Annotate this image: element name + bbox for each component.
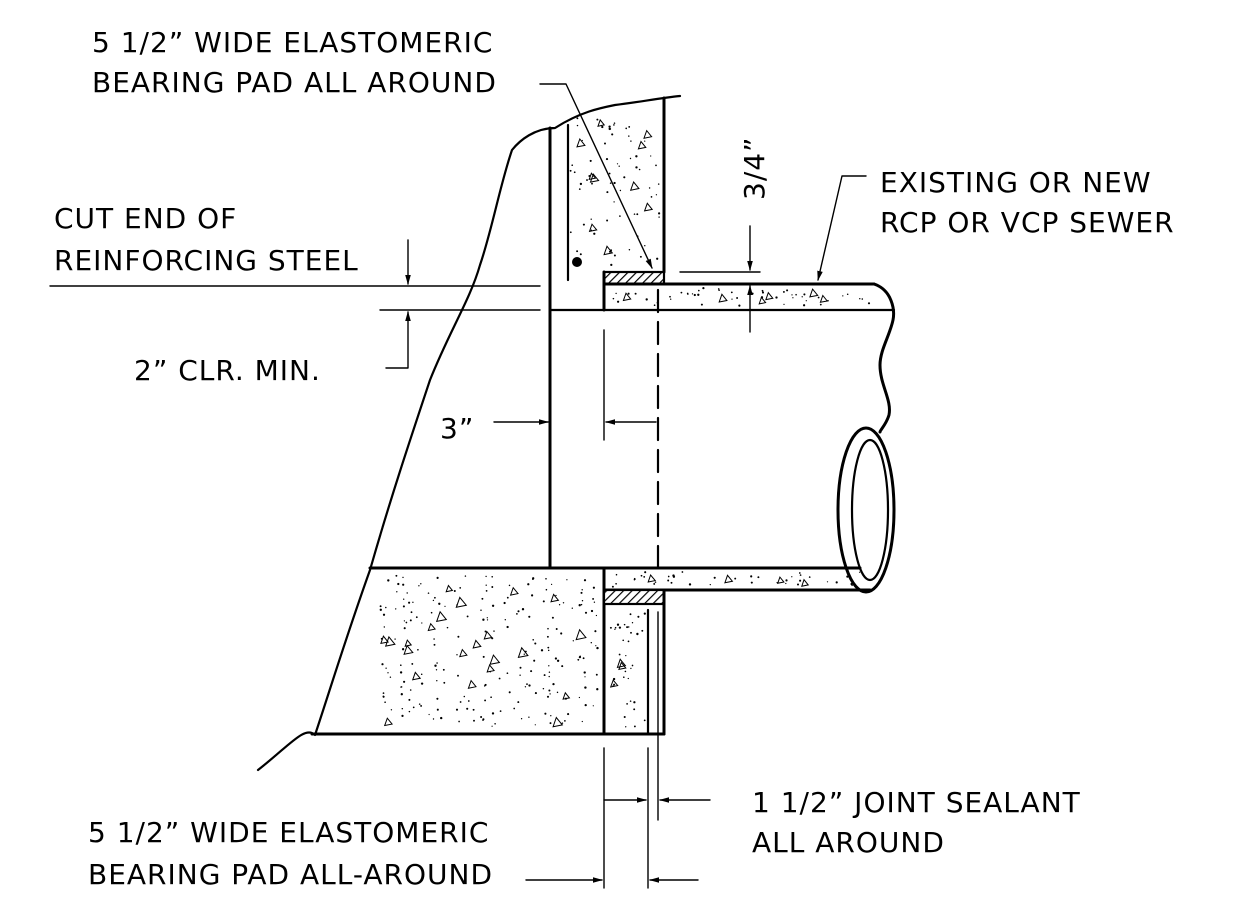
pipe-bottom-wall <box>548 566 872 736</box>
wall-break-line <box>256 94 682 772</box>
clearance-dimension <box>49 239 541 369</box>
upper-wall-concrete <box>548 96 896 570</box>
existing-pipe-leader <box>817 175 867 281</box>
sealant-label-line1: 1 1/2” JOINT SEALANT <box>752 786 1081 819</box>
top-pad-label-line1: 5 1/2” WIDE ELASTOMERIC <box>92 26 493 59</box>
existing-pipe-label-line1: EXISTING OR NEW <box>880 166 1152 199</box>
cut-end-label-line2: REINFORCING STEEL <box>54 244 359 277</box>
cut-end-label-line1: CUT END OF <box>54 202 237 235</box>
lower-wall-concrete <box>310 566 666 736</box>
wall-gap-dimension <box>493 329 657 441</box>
bottom-pad-label-line1: 5 1/2” WIDE ELASTOMERIC <box>88 816 489 849</box>
lower-bearing-pad <box>602 588 666 606</box>
pipe-wall-label: 3/4” <box>738 136 771 200</box>
bottom-dimensions <box>525 611 711 889</box>
bottom-pad-label-line2: BEARING PAD ALL-AROUND <box>88 858 493 891</box>
pipe-top-wall <box>662 282 895 434</box>
pipe-end-break <box>836 426 896 594</box>
sealant-label-line2: ALL AROUND <box>752 826 945 859</box>
reinforcing-bar-dot <box>572 257 582 267</box>
pipe-wall-dimension <box>679 225 761 333</box>
top-pad-leader <box>539 83 653 269</box>
top-pad-label-line2: BEARING PAD ALL AROUND <box>92 66 497 99</box>
existing-pipe-label-line2: RCP OR VCP SEWER <box>880 206 1175 239</box>
wall-gap-label: 3” <box>440 412 474 445</box>
clearance-label: 2” CLR. MIN. <box>134 354 321 387</box>
upper-bearing-pad <box>602 270 666 312</box>
concrete-aggregate-pattern <box>379 117 871 728</box>
